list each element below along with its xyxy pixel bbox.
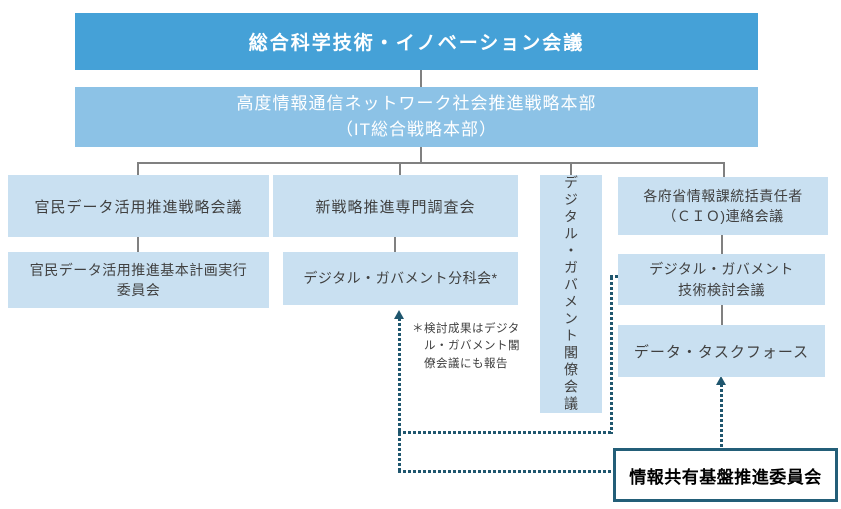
node-info-platform-committee: 情報共有基盤推進委員会 [613,448,838,502]
node-civic-data-exec-committee: 官民データ活用推進基本計画実行 委員会 [8,252,269,308]
connector-stub-right [723,163,725,177]
dotted-line-mid-horizontal [398,431,613,434]
node-data-taskforce-label: データ・タスクフォース [633,343,810,361]
dotted-line-to-subcommittee [398,318,401,473]
node-dg-subcommittee-label: デジタル・ガバメント分科会* [303,270,498,287]
node-dg-tech-council: デジタル・ガバメント 技術検討会議 [618,254,825,305]
node-data-taskforce: データ・タスクフォース [618,325,825,377]
subcommittee-footnote: ＊検討成果はデジタ ル・ガバメント閣 僚会議にも報告 [412,321,542,373]
footnote-line3: 僚会議にも報告 [424,357,508,370]
footnote-line1: ＊検討成果はデジタ [412,323,520,335]
connector-ithq-rail [420,147,422,163]
node-civic-data-exec-line1: 官民データ活用推進基本計画実行 [29,261,248,278]
node-new-strategy-committee-label: 新戦略推進専門調査会 [315,198,476,216]
connector-tech-taskforce [721,305,723,325]
connector-cio-tech [721,235,723,254]
node-cio-line1: 各府省情報課統括責任者 [643,187,803,204]
node-dg-ministerial-meeting: デジタル・ガバメント閣僚会議 [540,175,602,413]
arrow-up-icon [394,310,404,319]
connector-strategy-subcommittee [394,237,396,252]
node-dg-ministerial-label: デジタル・ガバメント閣僚会議 [563,175,579,413]
node-dg-subcommittee: デジタル・ガバメント分科会* [283,252,518,305]
connector-stub-middle [399,163,401,175]
node-csti-label: 総合科学技術・イノベーション会議 [248,33,585,54]
dotted-line-to-taskforce [720,384,723,448]
dotted-stub-tech-council [610,275,620,278]
node-civic-data-council: 官民データ活用推進戦略会議 [8,175,269,237]
node-new-strategy-committee: 新戦略推進専門調査会 [273,175,518,237]
node-it-strategy-hq: 高度情報通信ネットワーク社会推進戦略本部 （IT総合戦略本部） [75,87,758,147]
node-it-strategy-hq-line1: 高度情報通信ネットワーク社会推進戦略本部 [236,93,597,113]
node-it-strategy-hq-line2: （IT総合戦略本部） [335,120,498,139]
node-civic-data-council-label: 官民データ活用推進戦略会議 [34,198,243,216]
connector-stub-left [137,163,139,175]
node-dg-tech-line2: 技術検討会議 [678,281,765,298]
dotted-line-to-tech-council [610,277,613,434]
arrow-up-icon [716,376,726,385]
node-info-platform-committee-label: 情報共有基盤推進委員会 [629,467,822,487]
node-civic-data-exec-line2: 委員会 [116,282,161,298]
dotted-line-to-committee [398,470,613,473]
connector-civic-exec [137,237,139,252]
node-cio-line2: （ＣＩＯ)連絡会議 [662,208,784,224]
footnote-line2: ル・ガバメント閣 [424,340,520,353]
connector-csti-ithq [420,70,422,87]
node-cio-liaison-council: 各府省情報課統括責任者 （ＣＩＯ)連絡会議 [618,177,828,235]
node-csti: 総合科学技術・イノベーション会議 [75,13,758,70]
connector-stub-ministerial [570,163,572,175]
connector-rail [137,162,725,164]
node-dg-tech-line1: デジタル・ガバメント [649,261,794,278]
